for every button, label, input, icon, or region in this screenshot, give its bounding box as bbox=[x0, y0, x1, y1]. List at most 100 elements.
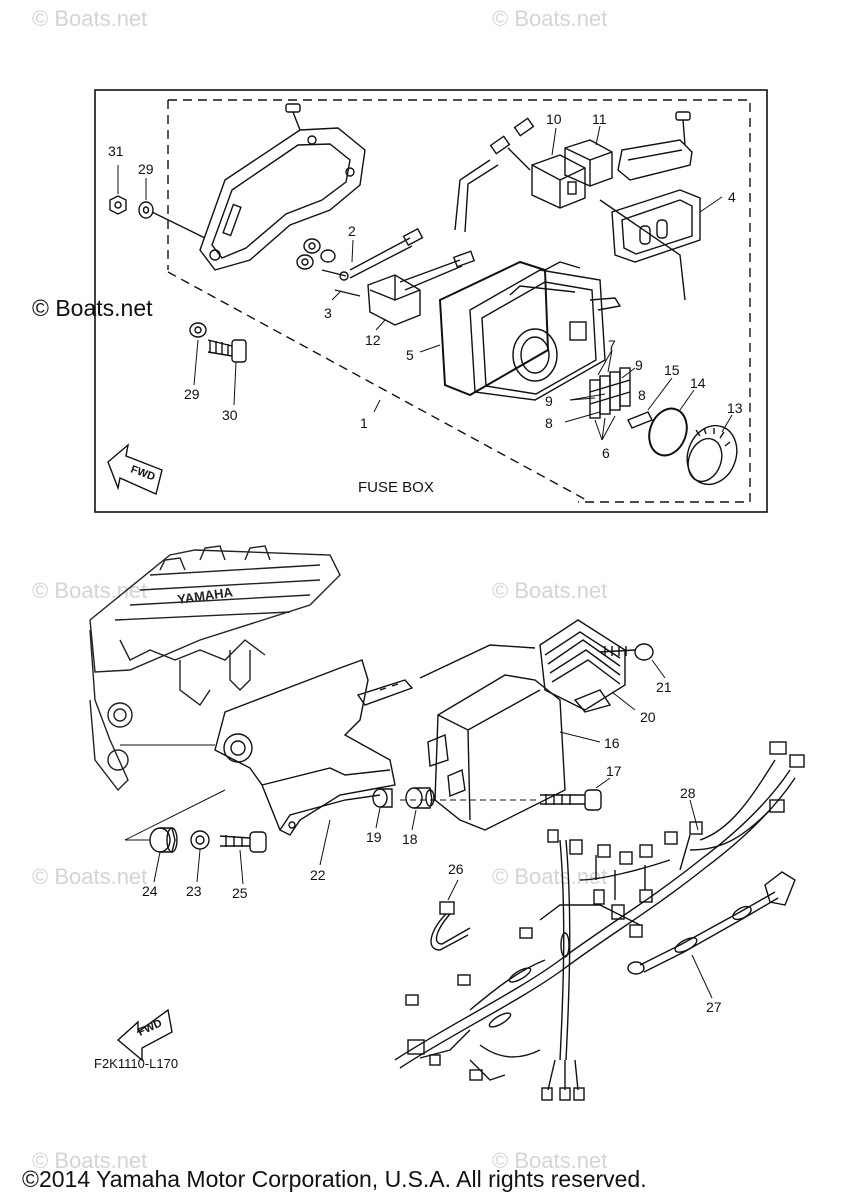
part-25-bolt bbox=[219, 831, 267, 853]
leader-24 bbox=[153, 851, 161, 883]
part-5-gasket bbox=[438, 260, 550, 397]
leader-20 bbox=[611, 691, 636, 711]
leader-17 bbox=[595, 777, 611, 789]
part-3-screws bbox=[321, 269, 361, 297]
callout-18: 18 bbox=[402, 831, 418, 847]
part-29-washer-bottom bbox=[189, 322, 207, 338]
callout-9-top: 9 bbox=[635, 357, 643, 373]
copyright-notice: ©2014 Yamaha Motor Corporation, U.S.A. A… bbox=[22, 1166, 647, 1192]
grommets bbox=[296, 238, 336, 270]
part-22-bracket bbox=[214, 659, 414, 836]
part-29-washer-hole bbox=[194, 326, 202, 334]
callout-22: 22 bbox=[310, 867, 326, 883]
leader-22 bbox=[319, 819, 331, 866]
part-10-relay bbox=[531, 154, 586, 209]
part-2-lead bbox=[349, 227, 424, 279]
callout-13: 13 bbox=[727, 400, 743, 416]
bracket-top-bolt bbox=[285, 103, 301, 131]
fuse-box-panel bbox=[94, 89, 768, 513]
callout-29-bottom: 29 bbox=[184, 386, 200, 402]
callout-8-left: 8 bbox=[545, 415, 553, 431]
callout-6: 6 bbox=[602, 445, 610, 461]
part-18-grommet bbox=[405, 787, 435, 809]
part-20-rectifier bbox=[539, 619, 626, 713]
callout-15: 15 bbox=[664, 362, 680, 378]
fwd-arrow-top bbox=[107, 443, 163, 495]
part-21-bolt bbox=[599, 643, 654, 661]
part-12-fuse-holder bbox=[367, 250, 476, 326]
watermark-strong: © Boats.net bbox=[32, 295, 153, 321]
part-30-bolt bbox=[207, 339, 247, 363]
watermark-mid-left: © Boats.net bbox=[32, 578, 148, 603]
leader-16 bbox=[559, 731, 601, 743]
part-13-cap bbox=[686, 424, 738, 486]
leader-4-outline bbox=[599, 199, 686, 301]
engine-cylinder-head bbox=[89, 545, 341, 792]
callout-31: 31 bbox=[108, 143, 124, 159]
part-19-collar bbox=[372, 788, 393, 808]
callout-14: 14 bbox=[690, 375, 706, 391]
callout-19: 19 bbox=[366, 829, 382, 845]
fuse-box-housing bbox=[469, 261, 622, 401]
callout-1: 1 bbox=[360, 415, 368, 431]
part-27-cable bbox=[627, 871, 796, 975]
drawing-code: F2K1110-L170 bbox=[94, 1056, 178, 1071]
callout-25: 25 bbox=[232, 885, 248, 901]
part-7-fuses bbox=[589, 367, 631, 419]
callout-4: 4 bbox=[728, 189, 736, 205]
relay-leads bbox=[454, 117, 535, 233]
callout-12: 12 bbox=[365, 332, 381, 348]
callout-30: 30 bbox=[222, 407, 238, 423]
watermark-bottom-right: © Boats.net bbox=[492, 1148, 608, 1173]
watermark-top-right: © Boats.net bbox=[492, 6, 608, 31]
callout-28: 28 bbox=[680, 785, 696, 801]
leader-29-mount bbox=[151, 211, 206, 239]
fwd-arrow-bottom bbox=[116, 1008, 173, 1062]
leader-24-bracket bbox=[124, 789, 226, 841]
callout-16: 16 bbox=[604, 735, 620, 751]
callout-20: 20 bbox=[640, 709, 656, 725]
part-23-collar bbox=[190, 830, 210, 850]
part-29-washer-top bbox=[138, 201, 154, 219]
fwd-label-bottom: FWD bbox=[136, 1017, 164, 1038]
fuse-box-label: FUSE BOX bbox=[358, 479, 434, 496]
part-31-nut bbox=[109, 195, 127, 215]
callout-labels: 1 2 3 4 5 6 7 8 8 9 9 10 11 12 13 14 15 … bbox=[108, 111, 743, 1015]
part-26-harness bbox=[430, 901, 471, 951]
callout-10: 10 bbox=[546, 111, 562, 127]
callout-29-top: 29 bbox=[138, 161, 154, 177]
callout-23: 23 bbox=[186, 883, 202, 899]
leader-21 bbox=[651, 659, 666, 679]
callout-2: 2 bbox=[348, 223, 356, 239]
leaders-fuse-box bbox=[117, 125, 733, 441]
callout-8-top: 8 bbox=[638, 387, 646, 403]
part-11-relay bbox=[564, 139, 613, 187]
rectifier-wire bbox=[419, 644, 536, 679]
callout-7: 7 bbox=[608, 337, 616, 353]
callout-26: 26 bbox=[448, 861, 464, 877]
part-14-oring bbox=[648, 407, 688, 457]
part-28-main-harness bbox=[394, 741, 805, 1101]
callout-17: 17 bbox=[606, 763, 622, 779]
part-15-fuse-puller bbox=[627, 411, 653, 429]
leader-18 bbox=[411, 809, 417, 831]
callout-11: 11 bbox=[592, 111, 607, 127]
watermark-mid-right: © Boats.net bbox=[492, 578, 608, 603]
leader-25 bbox=[239, 849, 244, 885]
leader-19 bbox=[375, 807, 381, 829]
leader-26 bbox=[447, 879, 459, 901]
callout-21: 21 bbox=[656, 679, 672, 695]
leader-23 bbox=[196, 849, 201, 883]
watermark-lower-right: © Boats.net bbox=[492, 864, 608, 889]
callout-27: 27 bbox=[706, 999, 722, 1015]
part-4-strap bbox=[617, 111, 693, 181]
leader-27 bbox=[691, 954, 713, 999]
watermark-lower-left: © Boats.net bbox=[32, 864, 148, 889]
callout-9-left: 9 bbox=[545, 393, 553, 409]
leader-28 bbox=[689, 799, 699, 831]
callout-3: 3 bbox=[324, 305, 332, 321]
bracket-plate bbox=[199, 127, 366, 271]
part-16-control-unit bbox=[427, 674, 566, 831]
part-17-bolt bbox=[540, 789, 602, 811]
